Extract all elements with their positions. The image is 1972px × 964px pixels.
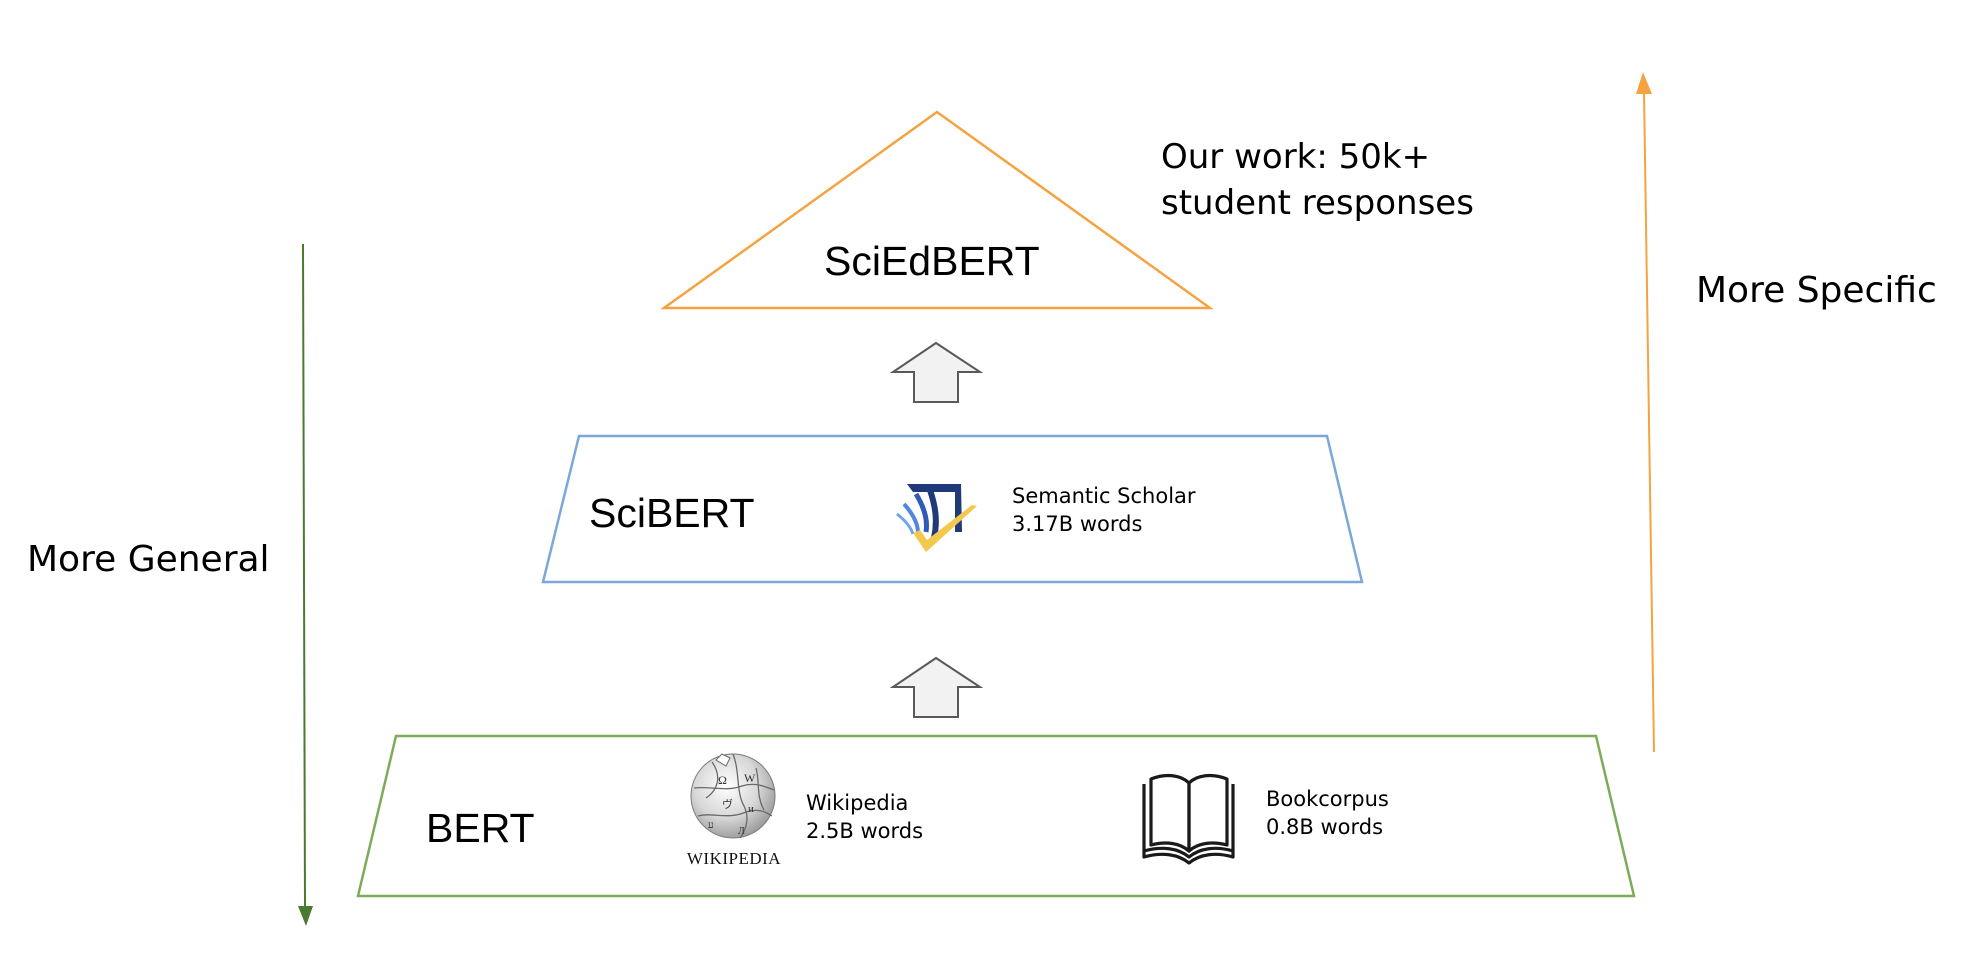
semantic-scholar-source: Semantic Scholar 3.17B words <box>1012 482 1196 538</box>
wikipedia-globe-logo: Ω W ヴ и ע Л WIKIPEDIA <box>687 753 781 868</box>
open-book-icon <box>1142 773 1235 865</box>
semantic-scholar-logo <box>896 484 977 552</box>
wikipedia-source: Wikipedia 2.5B words <box>806 789 923 845</box>
bookcorpus-size: 0.8B words <box>1266 815 1384 839</box>
svg-text:W: W <box>744 771 756 785</box>
scibert-trapezoid <box>541 434 1364 584</box>
bert-trapezoid <box>356 734 1636 898</box>
our-work-note: Our work: 50k+ student responses <box>1161 134 1474 226</box>
more-specific-label: More Specific <box>1696 270 1937 311</box>
wikipedia-name: Wikipedia <box>806 791 909 815</box>
sciedbert-label: SciEdBERT <box>824 238 1040 284</box>
more-specific-arrow <box>1636 72 1655 753</box>
bookcorpus-name: Bookcorpus <box>1266 787 1389 811</box>
bert-label: BERT <box>426 805 535 851</box>
wikipedia-wordmark: WIKIPEDIA <box>687 849 781 868</box>
more-general-label: More General <box>27 539 270 580</box>
svg-text:ヴ: ヴ <box>722 797 733 811</box>
more-general-arrow <box>298 243 313 926</box>
semantic-scholar-name: Semantic Scholar <box>1012 484 1196 508</box>
our-work-line-1: Our work: 50k+ <box>1161 137 1431 177</box>
semantic-scholar-size: 3.17B words <box>1012 512 1143 536</box>
svg-text:Ω: Ω <box>718 773 727 787</box>
lower-block-arrow <box>889 656 984 718</box>
svg-text:ע: ע <box>708 820 714 831</box>
svg-text:и: и <box>748 803 754 815</box>
scibert-label: SciBERT <box>589 490 755 536</box>
svg-text:Л: Л <box>738 826 745 837</box>
bookcorpus-source: Bookcorpus 0.8B words <box>1266 785 1389 841</box>
sciedbert-triangle <box>660 110 1214 310</box>
wikipedia-size: 2.5B words <box>806 819 924 843</box>
our-work-line-2: student responses <box>1161 183 1474 223</box>
upper-block-arrow <box>889 341 984 403</box>
